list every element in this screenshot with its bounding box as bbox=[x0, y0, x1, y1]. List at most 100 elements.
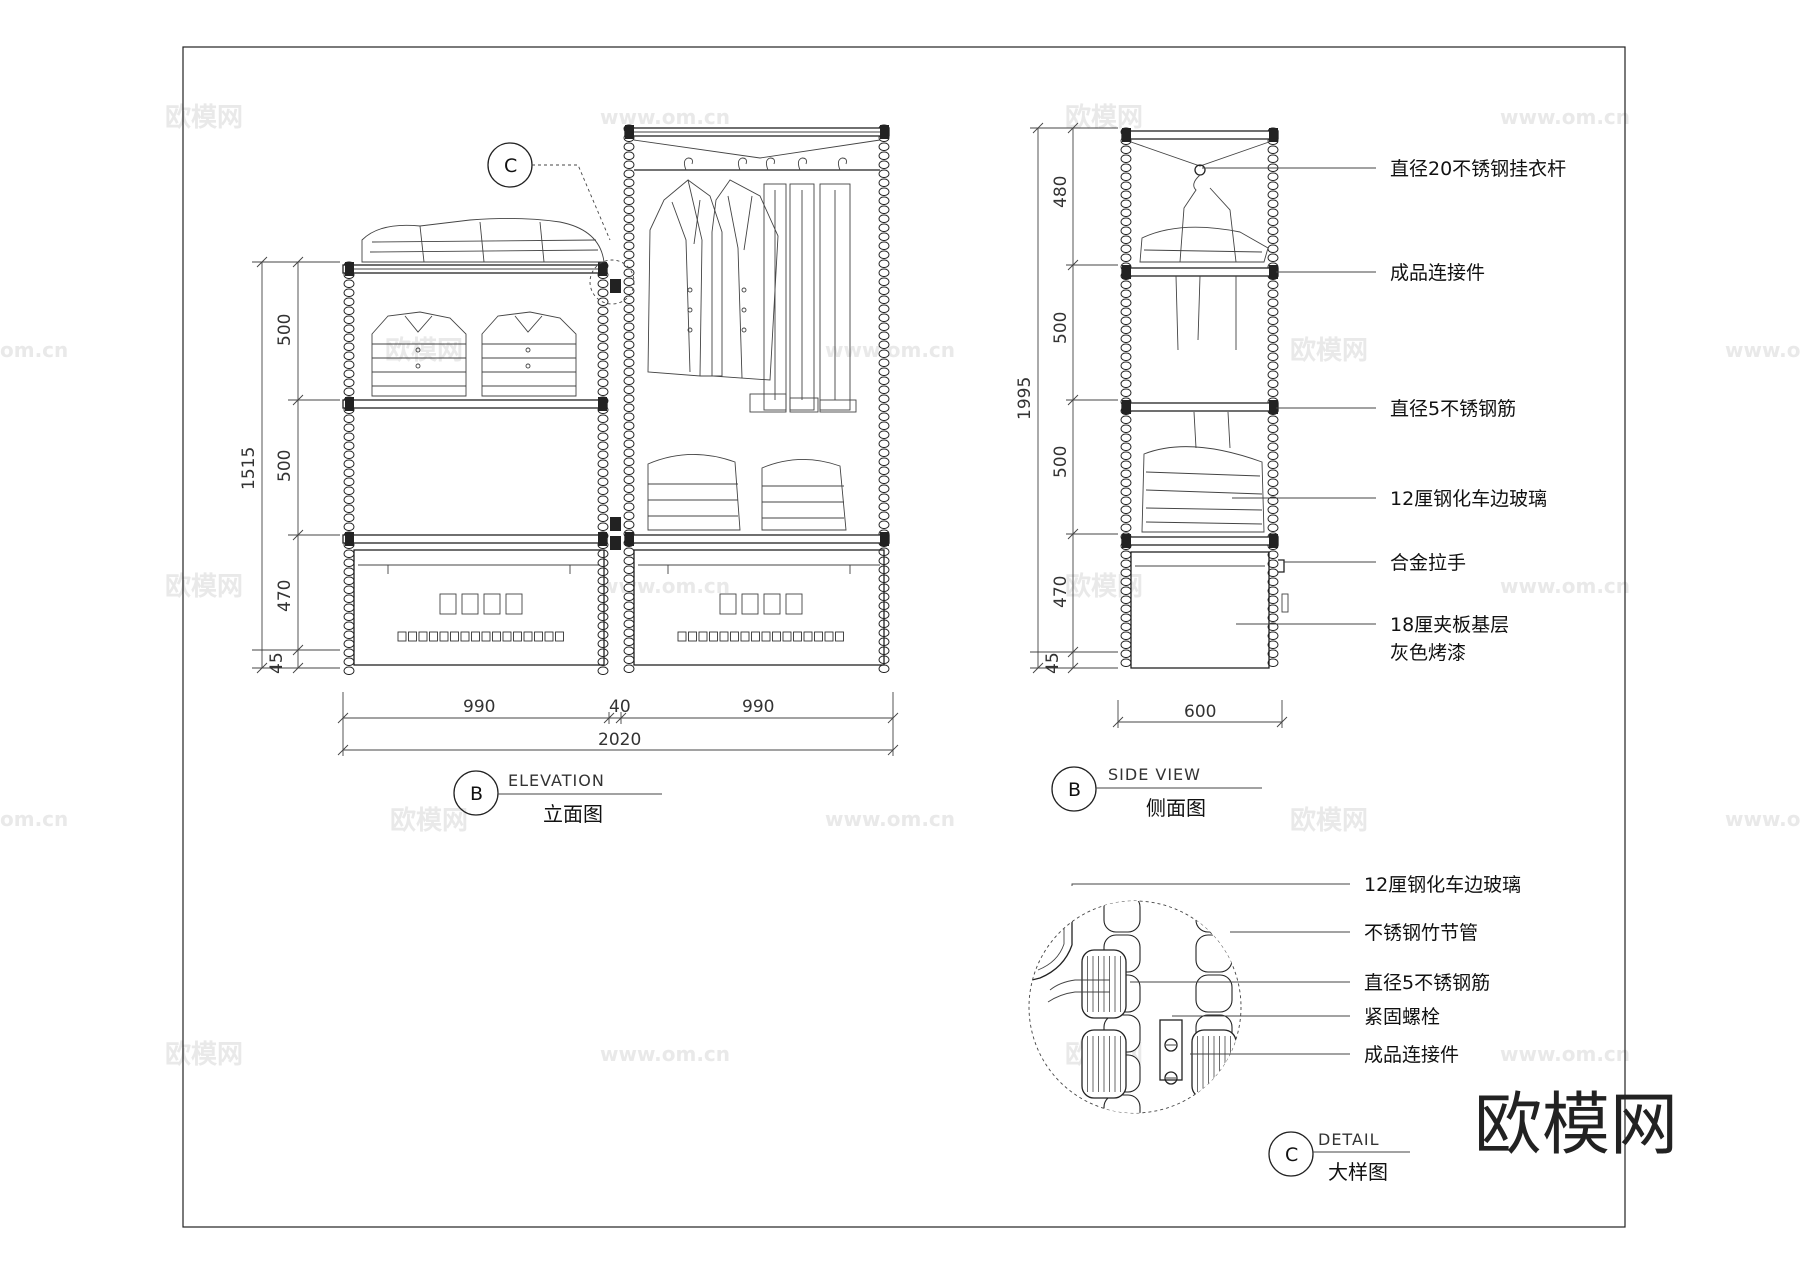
bamboo-segment bbox=[1120, 631, 1132, 640]
watermark-brand: 欧模网 bbox=[165, 1039, 243, 1070]
title-en: ELEVATION bbox=[508, 771, 605, 790]
bamboo-segment bbox=[623, 430, 635, 439]
bamboo-segment bbox=[878, 151, 890, 160]
bamboo-segment bbox=[597, 486, 609, 495]
watermark-url: www.om.cn bbox=[600, 1042, 730, 1066]
drawer-text-glyph bbox=[439, 631, 449, 642]
bamboo-segment bbox=[1120, 469, 1132, 478]
bamboo-segment bbox=[1267, 298, 1279, 307]
title-en: DETAIL bbox=[1318, 1130, 1380, 1149]
bamboo-segment bbox=[343, 567, 355, 576]
bamboo-segment bbox=[597, 351, 609, 360]
label-connector: 成品连接件 bbox=[1390, 262, 1485, 284]
bamboo-segment bbox=[1267, 559, 1279, 568]
side-shelves bbox=[1121, 128, 1279, 548]
bamboo-segment bbox=[623, 385, 635, 394]
bamboo-segment bbox=[1267, 487, 1279, 496]
bamboo-segment bbox=[1267, 361, 1279, 370]
bamboo-segment bbox=[623, 628, 635, 637]
bamboo-segment bbox=[1120, 199, 1132, 208]
bamboo-segment bbox=[878, 502, 890, 511]
bamboo-segment bbox=[343, 468, 355, 477]
bamboo-segment bbox=[623, 340, 635, 349]
bamboo-segment bbox=[343, 630, 355, 639]
dim-shelf-1: 500 bbox=[275, 314, 295, 346]
bamboo-segment bbox=[623, 232, 635, 241]
side-annotations: 直径20不锈钢挂衣杆 成品连接件 直径5不锈钢筋 12厘钢化车边玻璃 合金拉手 … bbox=[1202, 158, 1566, 664]
bamboo-segment bbox=[1120, 217, 1132, 226]
drawer-text-glyph bbox=[740, 631, 750, 642]
bamboo-segment bbox=[1120, 253, 1132, 262]
watermark-url: www.om.cn bbox=[1500, 105, 1630, 129]
bamboo-segment bbox=[623, 502, 635, 511]
drawer-text-glyph bbox=[408, 631, 417, 642]
watermark-brand: 欧模网 bbox=[1290, 335, 1368, 366]
watermark-brand: 欧模网 bbox=[1290, 805, 1368, 836]
bamboo-segment bbox=[597, 477, 609, 486]
bamboo-segment bbox=[597, 333, 609, 342]
bamboo-segment bbox=[343, 342, 355, 351]
bamboo-segment bbox=[878, 466, 890, 475]
dim-foot: 45 bbox=[267, 652, 287, 674]
bamboo-segment bbox=[343, 450, 355, 459]
bamboo-segment bbox=[1120, 559, 1132, 568]
bamboo-segment bbox=[878, 403, 890, 412]
drawer-text-glyph bbox=[698, 631, 708, 642]
label-glass: 12厘钢化车边玻璃 bbox=[1390, 488, 1547, 510]
bamboo-segment bbox=[1120, 379, 1132, 388]
bamboo-segment bbox=[1267, 190, 1279, 199]
drawer-text-glyph bbox=[793, 631, 802, 642]
bamboo-segment bbox=[1120, 622, 1132, 631]
side-hanger-garment bbox=[1139, 164, 1269, 533]
watermark-url: om.cn bbox=[0, 338, 68, 362]
bamboo-segment bbox=[623, 142, 635, 151]
bamboo-segment bbox=[1267, 343, 1279, 352]
bamboo-segment bbox=[878, 223, 890, 232]
bamboo-segment bbox=[1120, 496, 1132, 505]
bamboo-segment bbox=[878, 421, 890, 430]
side-tension-wire bbox=[1130, 141, 1270, 167]
bamboo-segment bbox=[597, 648, 609, 657]
bamboo-segment bbox=[623, 664, 635, 673]
bamboo-segment bbox=[597, 585, 609, 594]
bamboo-segment bbox=[1267, 352, 1279, 361]
bamboo-segment bbox=[1120, 181, 1132, 190]
watermark-url: www.om.cn bbox=[600, 105, 730, 129]
bamboo-segment bbox=[597, 594, 609, 603]
watermark-url: www.om.cn bbox=[1500, 574, 1630, 598]
view-marker: C bbox=[1285, 1144, 1298, 1166]
bamboo-segment bbox=[343, 513, 355, 522]
bamboo-segment bbox=[343, 666, 355, 675]
bamboo-segment bbox=[878, 250, 890, 259]
view-marker: B bbox=[470, 783, 483, 805]
detail-title: C DETAIL 大样图 bbox=[1268, 1130, 1410, 1184]
bamboo-segment bbox=[343, 441, 355, 450]
bamboo-segment bbox=[1120, 523, 1132, 532]
bamboo-segment bbox=[1267, 226, 1279, 235]
drawer-text-glyph bbox=[429, 631, 438, 642]
bamboo-segment bbox=[878, 412, 890, 421]
bamboo-segment bbox=[1267, 622, 1279, 631]
top-tension-wire bbox=[633, 139, 881, 159]
bamboo-segment bbox=[343, 621, 355, 630]
bamboo-segment bbox=[1120, 514, 1132, 523]
elevation-height-dims: 500 500 470 45 1515 bbox=[239, 256, 340, 674]
base-drawers bbox=[353, 549, 885, 666]
bamboo-segment bbox=[623, 601, 635, 610]
watermark-url: om.cn bbox=[0, 807, 68, 831]
drawer-text-glyph bbox=[688, 631, 697, 642]
bamboo-segment bbox=[597, 432, 609, 441]
bamboo-segment bbox=[597, 522, 609, 531]
detail-bamboo-segment bbox=[1103, 901, 1141, 933]
bamboo-segment bbox=[623, 376, 635, 385]
title-cn: 立面图 bbox=[543, 802, 603, 826]
bamboo-segment bbox=[878, 511, 890, 520]
bamboo-segment bbox=[343, 522, 355, 531]
bamboo-segment bbox=[343, 288, 355, 297]
bamboo-segment bbox=[878, 259, 890, 268]
bamboo-segment bbox=[1267, 145, 1279, 154]
dim-side-1: 480 bbox=[1051, 176, 1071, 208]
drawer-text-glyph bbox=[677, 631, 687, 642]
bamboo-segment bbox=[1267, 460, 1279, 469]
